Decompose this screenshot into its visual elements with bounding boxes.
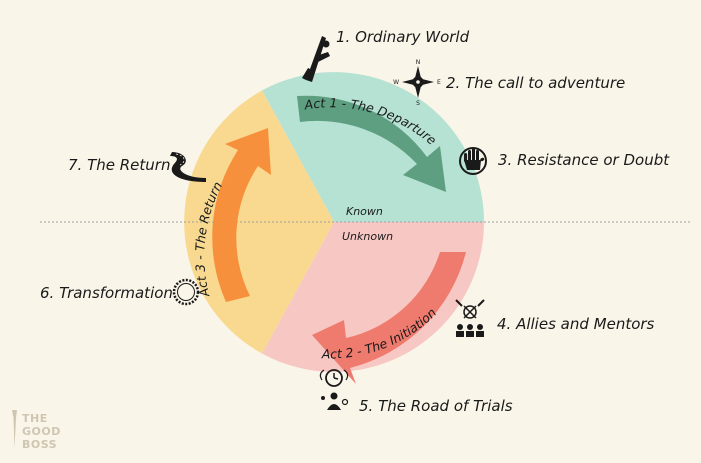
crossed-swords-team-icon (455, 299, 485, 337)
stage-4-label: 4. Allies and Mentors (497, 315, 655, 333)
zone-known-label: Known (346, 205, 383, 218)
svg-text:THE: THE (22, 412, 48, 425)
wreath-icon (172, 278, 200, 306)
svg-text:E: E (437, 79, 441, 86)
running-figure-icon (302, 36, 330, 82)
act3-arrow (212, 128, 271, 302)
svg-text:GOOD: GOOD (22, 425, 61, 438)
compass-icon: N S E W (393, 59, 441, 107)
stage-1-label: 1. Ordinary World (336, 28, 470, 46)
svg-text:W: W (393, 79, 399, 86)
stage-6-label: 6. Transformation (40, 284, 173, 302)
act2-arrow (312, 252, 466, 384)
stage-7-label: 7. The Return (68, 156, 170, 174)
stop-hand-icon (459, 147, 487, 175)
act1-arrow (297, 95, 446, 192)
svg-text:BOSS: BOSS (22, 438, 57, 451)
svg-text:S: S (416, 100, 420, 107)
svg-text:N: N (416, 59, 421, 66)
stage-3-label: 3. Resistance or Doubt (498, 151, 670, 169)
clock-person-icon (319, 369, 349, 410)
stage-2-label: 2. The call to adventure (446, 74, 625, 92)
zone-unknown-label: Unknown (342, 230, 393, 243)
the-good-boss-logo: THE GOOD BOSS (12, 410, 61, 451)
stage-5-label: 5. The Road of Trials (359, 397, 513, 415)
road-icon (170, 152, 206, 182)
